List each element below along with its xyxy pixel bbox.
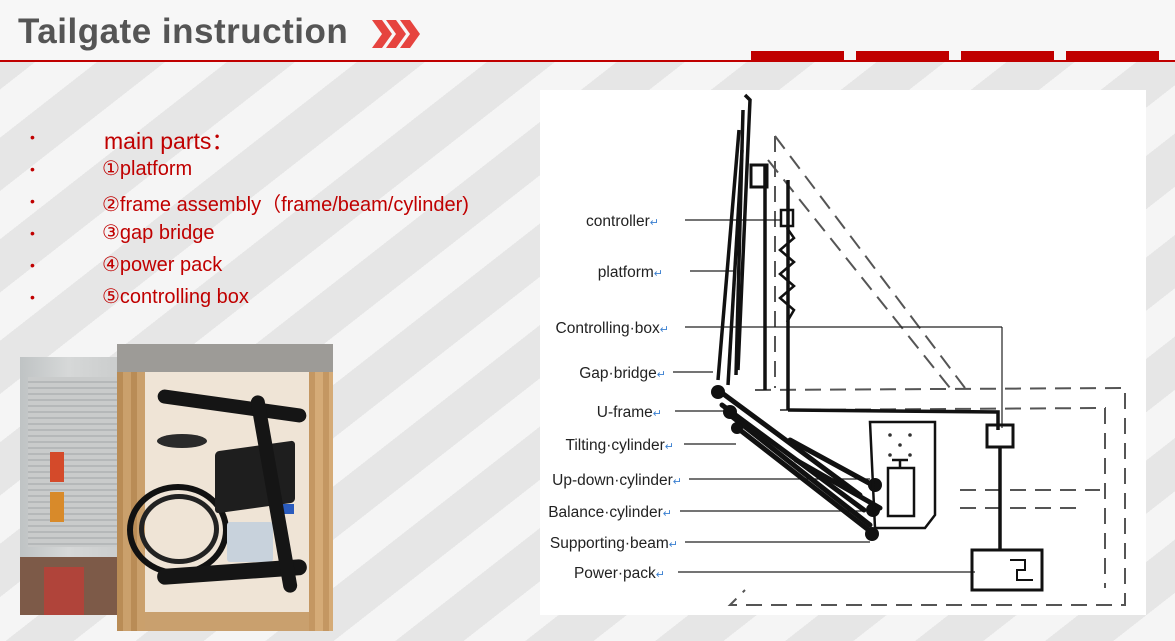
label-u-frame: U-frame↵ (597, 404, 662, 421)
part-platform: ①platform (102, 158, 193, 180)
tailgate-diagram: controller↵ platform↵ Controlling·box↵ G… (540, 90, 1146, 615)
bullet-icon: • (30, 289, 35, 305)
page-title: Tailgate instruction (18, 12, 349, 51)
bullet-icon: • (30, 129, 35, 145)
header-bar-4 (1066, 51, 1159, 61)
label-supporting-beam: Supporting·beam↵ (550, 535, 678, 552)
label-balance-cylinder: Balance·cylinder↵ (548, 504, 672, 521)
part-controlling-box: ⑤controlling box (102, 286, 249, 308)
label-power-pack: Power·pack↵ (574, 565, 665, 582)
header-bar-1 (751, 51, 844, 61)
label-gap-bridge: Gap·bridge↵ (579, 365, 666, 382)
bullet-icon: • (30, 161, 35, 177)
header-bar-2 (856, 51, 949, 61)
header-rule (0, 60, 1175, 62)
bullet-icon: • (30, 257, 35, 273)
part-gap-bridge: ③gap bridge (102, 222, 215, 244)
label-tilting-cylinder: Tilting·cylinder↵ (565, 437, 674, 454)
chevron-arrows-icon (372, 20, 420, 48)
label-controlling-box: Controlling·box↵ (556, 320, 669, 337)
label-platform: platform↵ (598, 264, 663, 281)
bullet-icon: • (30, 193, 35, 209)
crated-parts-photo (117, 344, 333, 631)
bullet-icon: • (30, 225, 35, 241)
label-up-down-cylinder: Up-down·cylinder↵ (552, 472, 682, 489)
part-frame-assembly: ②frame assembly（frame/beam/cylinder) (102, 194, 469, 216)
part-power-pack: ④power pack (102, 254, 223, 276)
main-parts-heading: main parts： (104, 128, 235, 154)
header-bar-3 (961, 51, 1054, 61)
label-controller: controller↵ (586, 213, 659, 230)
